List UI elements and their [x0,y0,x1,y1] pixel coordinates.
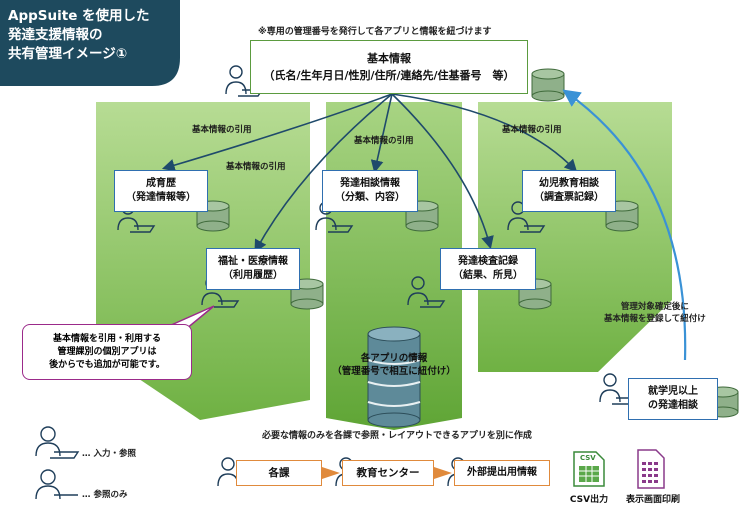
callout-line-2: 管理課別の個別アプリは [57,346,157,357]
cite-label-center: 基本情報の引用 [354,136,414,146]
app-youji-title: 幼児教育相談 [539,178,599,189]
title-line-1: AppSuite を使用した [8,8,150,24]
bottom-box-kyoiku: 教育センター [342,460,434,486]
app-kensa-detail: （結果、所見） [453,270,523,281]
csv-output-label: CSV出力 [569,495,609,505]
print-label: 表示画面印刷 [625,495,680,505]
csv-tag: CSV [580,454,596,462]
title-line-3: 共有管理イメージ① [8,46,128,62]
base-database-icon [531,68,565,102]
user-icon-kensa [407,276,446,308]
app-shugaku: 就学児以上 の発達相談 [628,378,718,420]
bottom-note: 必要な情報のみを各課で参照・レイアウトできるアプリを別に作成 [262,431,532,441]
callout-line-3: 後からでも追加が可能です。 [49,359,165,370]
center-database-icon [367,326,421,428]
cite-arrows [161,93,578,253]
app-shugaku-detail: の発達相談 [648,400,698,411]
app-hattatsu-soudan: 発達相談情報 （分類、内容） [322,170,418,212]
app-hattatsu-detail: （分類、内容） [335,192,405,203]
callout-line-1: 基本情報を引用・利用する [52,333,161,344]
register-note-line-2: 基本情報を登録して紐付け [604,314,706,324]
legend-ref-icon [35,469,78,500]
app-youji-detail: （調査票記録） [534,192,604,203]
cite-label-left: 基本情報の引用 [192,125,252,135]
app-seiikureki-detail: （発達情報等） [126,192,196,203]
center-db-title: 各アプリの情報 [360,353,428,364]
center-db-sub: （管理番号で相互に紐付け） [332,366,456,377]
app-kensa: 発達検査記録 （結果、所見） [440,248,536,290]
app-fukushi-title: 福祉・医療情報 [218,256,288,267]
app-shugaku-title: 就学児以上 [648,386,698,397]
app-kensa-title: 発達検査記録 [458,256,518,267]
bottom-box-kakuka: 各課 [236,460,322,486]
bottom-box-gaibu: 外部提出用情報 [454,460,550,486]
base-info-detail: （氏名/生年月日/性別/住所/連絡先/住基番号 等） [263,69,515,82]
register-note: 管理対象確定後に 基本情報を登録して紐付け [604,301,706,325]
cite-label-inner: 基本情報の引用 [226,162,286,172]
add-apps-callout: 基本情報を引用・利用する 管理課別の個別アプリは 後からでも追加が可能です。 [22,324,192,380]
page-title: AppSuite を使用した 発達支援情報の 共有管理イメージ① [8,7,183,64]
base-info-title: 基本情報 [367,52,411,65]
center-db-label: 各アプリの情報 [348,352,440,365]
app-youji: 幼児教育相談 （調査票記録） [522,170,616,212]
app-seiikureki-title: 成育歴 [146,178,176,189]
app-fukushi-detail: （利用履歴） [223,270,283,281]
legend-ref-label: … 参照のみ [82,490,128,500]
csv-file-icon [573,451,605,487]
print-doc-icon [637,449,665,489]
legend-input-icon [35,426,80,459]
flow-arrows [322,467,452,479]
top-note: ※専用の管理番号を発行して各アプリと情報を紐づけます [258,27,492,37]
legend-input-label: … 入力・参照 [82,449,136,459]
db-seiikureki-icon [196,200,230,232]
app-seiikureki: 成育歴 （発達情報等） [114,170,208,212]
base-info-box: 基本情報 （氏名/生年月日/性別/住所/連絡先/住基番号 等） [250,40,528,94]
user-icon-kakuka [217,457,239,487]
title-line-2: 発達支援情報の [8,27,103,43]
register-link-arrow [562,89,687,361]
cite-label-right: 基本情報の引用 [502,125,562,135]
app-fukushi: 福祉・医療情報 （利用履歴） [206,248,300,290]
title-banner [0,0,180,86]
app-hattatsu-title: 発達相談情報 [340,178,400,189]
panel-right [478,102,672,372]
register-note-line-1: 管理対象確定後に [620,302,689,312]
